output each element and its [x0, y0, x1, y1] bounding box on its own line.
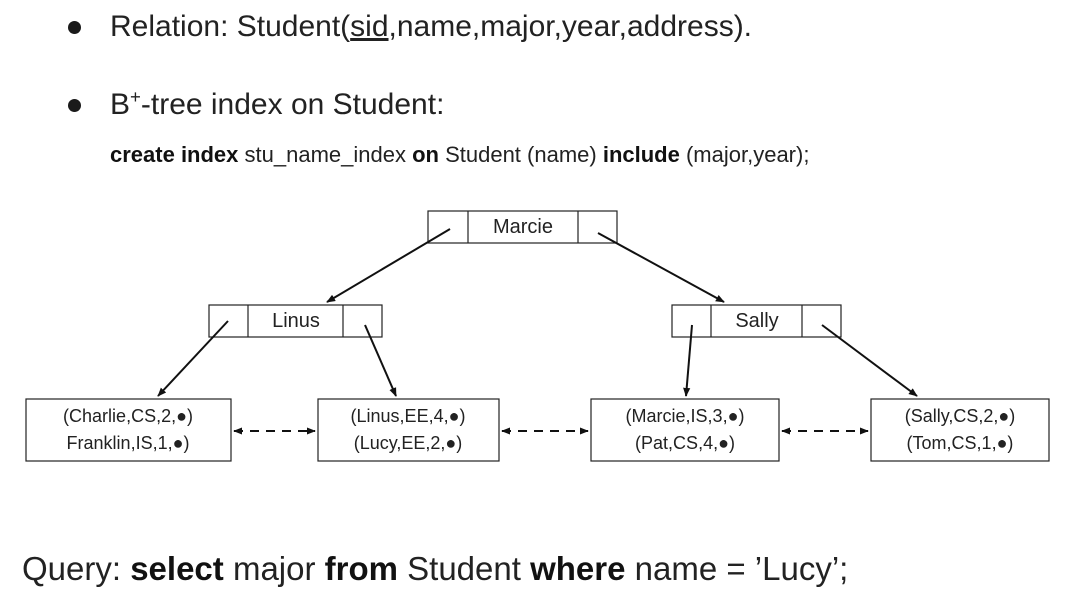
index-plus: + — [130, 86, 141, 107]
leaf-4-entry-1: (Sally,CS,2,●) — [905, 406, 1016, 426]
leaf-1-entry-2: Franklin,IS,1,●) — [67, 433, 190, 453]
internal-node-right: Sally — [671, 304, 842, 338]
index-b: B — [110, 88, 131, 121]
create-index-statement: create index stu_name_index on Student (… — [110, 142, 809, 168]
kw-where: where — [530, 550, 626, 587]
kw-from: from — [324, 550, 398, 587]
internal-key-right: Sally — [735, 310, 778, 332]
leaf-2-entry-1: (Linus,EE,4,●) — [351, 406, 466, 426]
query-text-3: name = ’Lucy’; — [625, 550, 849, 587]
pointer-right-to-leaf-3 — [683, 324, 693, 397]
kw-on: on — [412, 142, 439, 167]
index-line: B+-tree index on Student: — [110, 86, 445, 122]
query-text-1: major — [223, 550, 325, 587]
relation-line: Relation: Student(sid,name,major,year,ad… — [110, 10, 752, 44]
index-rest: -tree index on Student: — [140, 88, 445, 121]
leaf-node-4: (Sally,CS,2,●) (Tom,CS,1,●) — [870, 398, 1050, 462]
query-text-2: Student — [397, 550, 531, 587]
pointer-left-to-leaf-2 — [364, 324, 397, 397]
pointer-right-to-leaf-4 — [821, 324, 918, 397]
leaf-3-entry-2: (Pat,CS,4,●) — [635, 433, 735, 453]
create-stmt-text-3: (major,year); — [679, 142, 810, 167]
create-stmt-text-2: Student (name) — [438, 142, 603, 167]
leaf-1-entry-1: (Charlie,CS,2,●) — [63, 406, 193, 426]
leaf-3-entry-1: (Marcie,IS,3,●) — [626, 406, 745, 426]
create-stmt-text-1: stu_name_index — [238, 142, 413, 167]
query-label: Query: — [22, 550, 131, 587]
relation-suffix: ,name,major,year,address). — [388, 10, 753, 43]
pointer-left-to-leaf-1 — [157, 320, 229, 397]
relation-prefix: Relation: Student( — [110, 10, 351, 43]
leaf-node-3: (Marcie,IS,3,●) (Pat,CS,4,●) — [590, 398, 780, 462]
kw-create-index: create index — [110, 142, 239, 167]
leaf-2-entry-2: (Lucy,EE,2,●) — [354, 433, 463, 453]
kw-select: select — [130, 550, 224, 587]
query-line: Query: select major from Student where n… — [22, 550, 848, 588]
internal-key-left: Linus — [272, 310, 320, 332]
relation-key-attr: sid — [350, 10, 389, 43]
pointer-root-to-right — [597, 232, 725, 303]
root-key: Marcie — [493, 216, 553, 238]
pointer-root-to-left — [326, 228, 451, 303]
bullet-index — [68, 99, 81, 112]
root-node: Marcie — [427, 210, 618, 244]
bullet-relation — [68, 21, 81, 34]
leaf-node-2: (Linus,EE,4,●) (Lucy,EE,2,●) — [317, 398, 500, 462]
kw-include: include — [602, 142, 680, 167]
internal-node-left: Linus — [208, 304, 383, 338]
leaf-node-1: (Charlie,CS,2,●) Franklin,IS,1,●) — [25, 398, 232, 462]
leaf-4-entry-2: (Tom,CS,1,●) — [907, 433, 1014, 453]
